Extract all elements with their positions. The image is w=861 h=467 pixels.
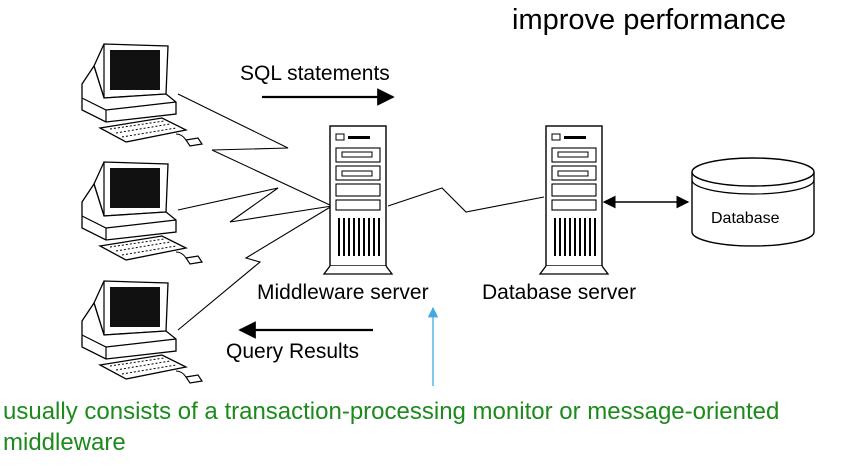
middleware-server-icon	[323, 125, 393, 275]
database-server-label: Database server	[482, 281, 637, 304]
query-results-label: Query Results	[226, 340, 360, 363]
sql-statements-label: SQL statements	[240, 62, 390, 85]
database-icon	[691, 157, 815, 247]
link-client-3	[177, 205, 333, 331]
middleware-server-label: Middleware server	[257, 281, 429, 304]
link-servers	[387, 187, 545, 213]
client-computer-icon	[81, 161, 203, 265]
client-computer-icon	[81, 43, 203, 147]
page-title: improve performance	[512, 4, 786, 36]
middleware-note: usually consists of a transaction-proces…	[3, 398, 780, 456]
network-links	[177, 93, 545, 331]
database-server-icon	[539, 125, 609, 275]
link-client-1	[177, 93, 333, 207]
database-label: Database	[711, 210, 780, 227]
link-client-2	[177, 187, 333, 223]
client-computer-icon	[81, 280, 203, 384]
